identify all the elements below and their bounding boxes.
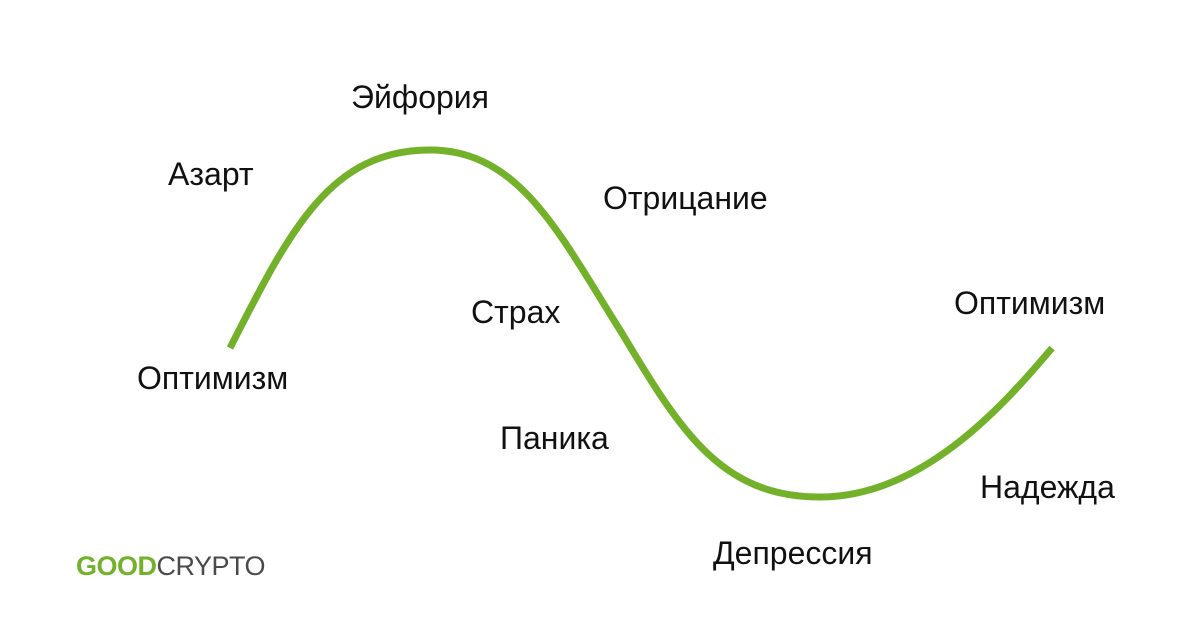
logo-part-good: GOOD [76, 551, 157, 581]
goodcrypto-logo: GOODCRYPTO [76, 551, 266, 581]
logo-part-crypto: CRYPTO [156, 551, 266, 581]
label-excitement: Азарт [168, 156, 254, 192]
label-optimism-start: Оптимизм [137, 360, 289, 396]
label-euphoria: Эйфория [351, 79, 489, 115]
label-denial: Отрицание [603, 180, 768, 216]
emotion-cycle-curve [226, 146, 1055, 501]
label-hope: Надежда [980, 469, 1115, 505]
label-optimism-end: Оптимизм [954, 285, 1106, 321]
label-panic: Паника [500, 420, 609, 456]
label-fear: Страх [471, 294, 561, 330]
label-depression: Депрессия [713, 535, 873, 571]
